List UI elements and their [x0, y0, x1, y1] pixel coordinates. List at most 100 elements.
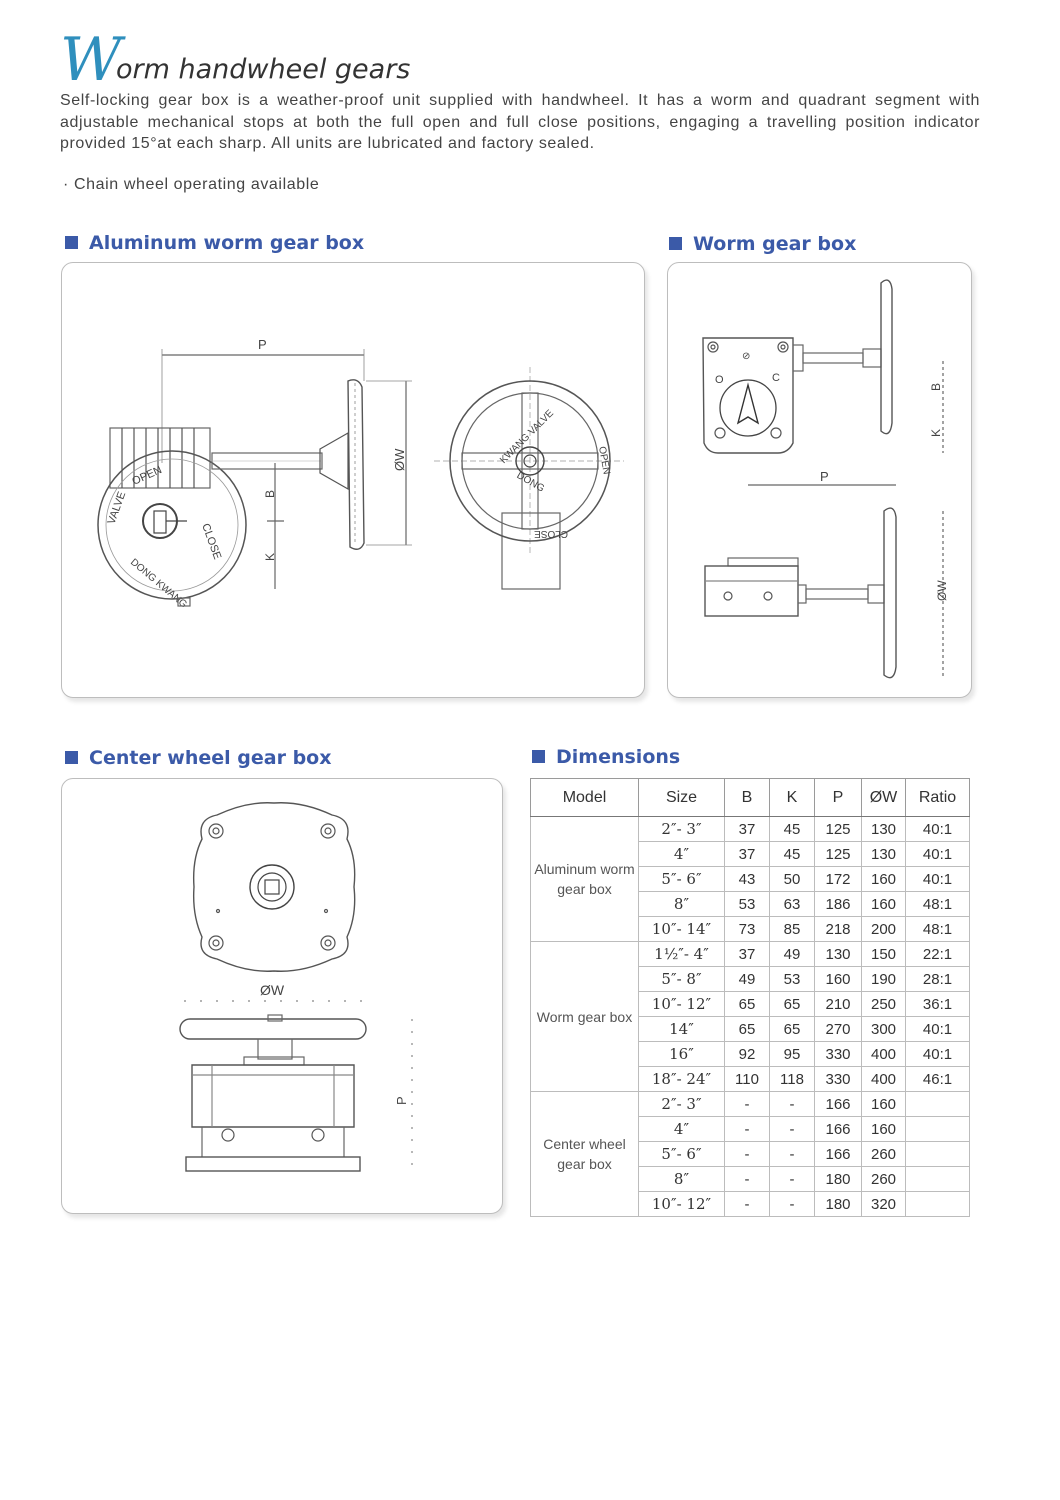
worm-gearbox-drawing: ⊘ O C B K P ØW: [702, 279, 949, 679]
size-cell: 10″- 12″: [638, 1191, 725, 1217]
intro-paragraph: Self-locking gear box is a weather-proof…: [60, 92, 980, 152]
label-close: CLOSE: [199, 522, 223, 561]
value-cell: 330: [814, 1041, 862, 1067]
heading-square-icon: [65, 751, 78, 764]
dim-label-w-worm: ØW: [935, 580, 949, 601]
value-cell: 186: [814, 891, 862, 917]
value-cell: 40:1: [905, 1016, 970, 1042]
title-initial: W: [60, 25, 122, 95]
size-cell: 14″: [638, 1016, 725, 1042]
column-header: Model: [530, 778, 639, 817]
value-cell: 300: [861, 1016, 906, 1042]
value-cell: [905, 1091, 970, 1117]
value-cell: 172: [814, 866, 862, 892]
value-cell: [905, 1191, 970, 1217]
value-cell: 40:1: [905, 866, 970, 892]
value-cell: 73: [724, 916, 770, 942]
dim-label-p-worm: P: [820, 469, 829, 484]
value-cell: 40:1: [905, 841, 970, 867]
value-cell: 48:1: [905, 916, 970, 942]
value-cell: 28:1: [905, 966, 970, 992]
value-cell: 43: [724, 866, 770, 892]
value-cell: [905, 1141, 970, 1167]
value-cell: 166: [814, 1141, 862, 1167]
value-cell: -: [724, 1091, 770, 1117]
section-heading-aluminum: Aluminum worm gear box: [65, 232, 364, 254]
value-cell: 37: [724, 941, 770, 967]
column-header: ØW: [861, 778, 906, 817]
model-cell: Aluminum worm gear box: [530, 816, 639, 942]
dim-label-b-worm: B: [929, 383, 943, 391]
center-gearbox-panel: ØW P: [61, 778, 503, 1214]
dim-label-w-center: ØW: [260, 982, 285, 998]
value-cell: 45: [769, 816, 815, 842]
label-dong: DONG: [515, 470, 547, 495]
value-cell: -: [769, 1191, 815, 1217]
size-cell: 10″- 12″: [638, 991, 725, 1017]
value-cell: 125: [814, 841, 862, 867]
flange-top: [192, 802, 356, 972]
size-cell: 5″- 8″: [638, 966, 725, 992]
value-cell: 95: [769, 1041, 815, 1067]
size-cell: 2″- 3″: [638, 1091, 725, 1117]
value-cell: 320: [861, 1191, 906, 1217]
value-cell: 160: [814, 966, 862, 992]
value-cell: 36:1: [905, 991, 970, 1017]
value-cell: 150: [861, 941, 906, 967]
column-header: Size: [638, 778, 725, 817]
label-open: OPEN: [130, 464, 163, 488]
value-cell: 130: [861, 816, 906, 842]
model-cell: Worm gear box: [530, 941, 639, 1092]
dim-label-w: ØW: [392, 448, 407, 471]
value-cell: 40:1: [905, 816, 970, 842]
heading-square-icon: [669, 237, 682, 250]
dim-label-k-worm: K: [929, 429, 943, 437]
svg-text:⊘: ⊘: [742, 351, 750, 362]
dim-label-b: B: [263, 490, 277, 498]
value-cell: 400: [861, 1066, 906, 1092]
value-cell: 218: [814, 916, 862, 942]
value-cell: 160: [861, 866, 906, 892]
value-cell: 92: [724, 1041, 770, 1067]
value-cell: 45: [769, 841, 815, 867]
value-cell: 400: [861, 1041, 906, 1067]
value-cell: 53: [724, 891, 770, 917]
value-cell: 110: [724, 1066, 770, 1092]
label-kwang-valve: KWANG VALVE: [498, 408, 556, 466]
value-cell: 180: [814, 1166, 862, 1192]
size-cell: 5″- 6″: [638, 866, 725, 892]
size-cell: 18″- 24″: [638, 1066, 725, 1092]
size-cell: 4″: [638, 1116, 725, 1142]
size-cell: 2″- 3″: [638, 816, 725, 842]
value-cell: 250: [861, 991, 906, 1017]
value-cell: 40:1: [905, 1041, 970, 1067]
section-heading-center: Center wheel gear box: [65, 747, 332, 769]
value-cell: -: [769, 1116, 815, 1142]
value-cell: 85: [769, 916, 815, 942]
value-cell: 260: [861, 1166, 906, 1192]
label-close-front: CLOSE: [534, 528, 568, 539]
heading-square-icon: [532, 750, 545, 763]
value-cell: 63: [769, 891, 815, 917]
value-cell: 190: [861, 966, 906, 992]
value-cell: -: [724, 1116, 770, 1142]
value-cell: 160: [861, 891, 906, 917]
label-c: C: [772, 372, 780, 384]
size-cell: 5″- 6″: [638, 1141, 725, 1167]
size-cell: 10″- 14″: [638, 916, 725, 942]
value-cell: 65: [724, 1016, 770, 1042]
column-header: Ratio: [905, 778, 970, 817]
dim-label-p-center: P: [394, 1096, 409, 1105]
heading-square-icon: [65, 236, 78, 249]
